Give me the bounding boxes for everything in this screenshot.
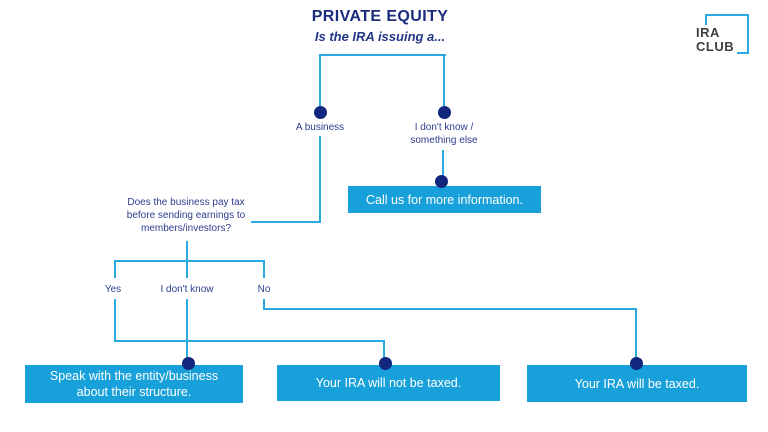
- connector-line: [114, 299, 116, 342]
- connector-line: [263, 308, 637, 310]
- node-dot-unknown: [438, 106, 451, 119]
- connector-line: [186, 299, 188, 359]
- node-dot-business: [314, 106, 327, 119]
- outcome-taxed-box: Your IRA will be taxed.: [527, 365, 747, 402]
- logo-wordmark: IRA CLUB: [696, 25, 738, 55]
- answer-no-label: No: [257, 284, 271, 295]
- connector-line: [443, 54, 445, 106]
- connector-line: [263, 260, 265, 278]
- node-dot-not-taxed: [379, 357, 392, 370]
- connector-line: [383, 340, 385, 359]
- connector-line: [114, 260, 265, 262]
- call-us-box: Call us for more information.: [348, 186, 541, 213]
- node-dot-speak: [182, 357, 195, 370]
- connector-line: [186, 260, 188, 278]
- outcome-not-taxed-box: Your IRA will not be taxed.: [277, 365, 500, 401]
- connector-line: [114, 260, 116, 278]
- ira-club-logo: IRA CLUB: [696, 12, 758, 58]
- connector-line: [114, 340, 385, 342]
- header: PRIVATE EQUITY Is the IRA issuing a...: [230, 8, 530, 44]
- page-subtitle: Is the IRA issuing a...: [314, 29, 446, 44]
- node-dot-call-us: [435, 175, 448, 188]
- connector-line: [635, 308, 637, 359]
- connector-line: [319, 54, 446, 56]
- answer-yes-label: Yes: [104, 284, 122, 295]
- option-unknown-label: I don't know / something else: [410, 122, 478, 146]
- page-title: PRIVATE EQUITY: [311, 8, 449, 25]
- answer-unknown-label: I don't know: [160, 284, 214, 295]
- connector-line: [186, 241, 188, 262]
- connector-line: [263, 299, 265, 310]
- connector-line: [319, 54, 321, 106]
- connector-line: [442, 150, 444, 177]
- node-dot-taxed: [630, 357, 643, 370]
- option-a-business-label: A business: [295, 122, 345, 133]
- question-label: Does the business pay tax before sending…: [126, 197, 246, 234]
- connector-line: [251, 221, 321, 223]
- outcome-speak-box: Speak with the entity/business about the…: [25, 365, 243, 403]
- connector-line: [319, 136, 321, 223]
